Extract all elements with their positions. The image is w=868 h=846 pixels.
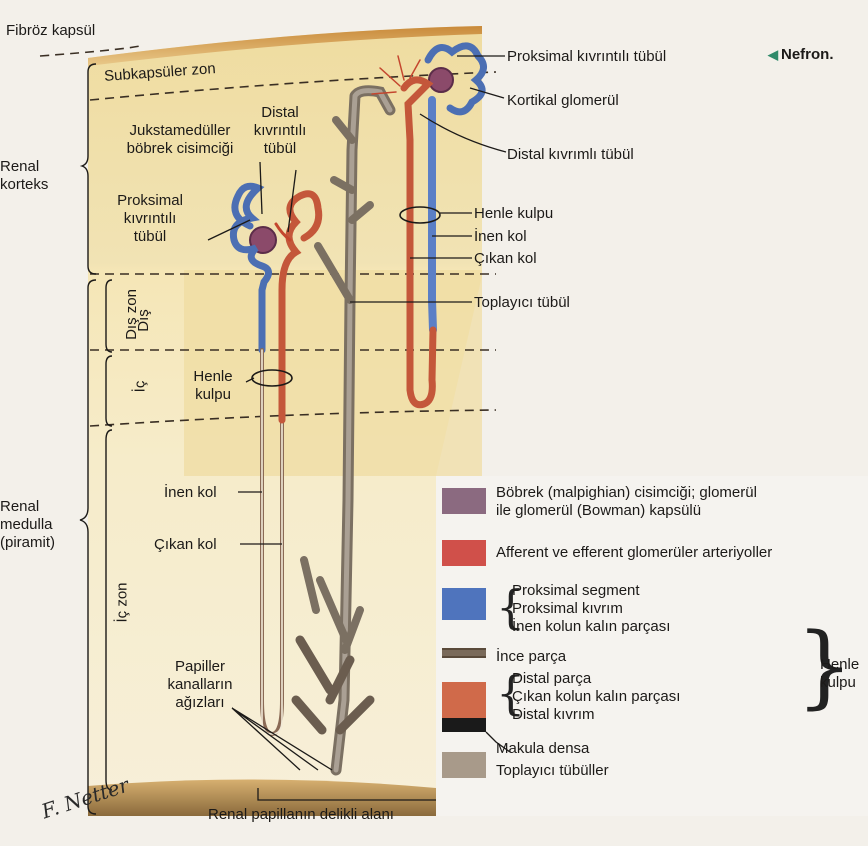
legend-macula-densa: Makula densa (496, 740, 589, 757)
label-distal-convoluted-left-3: tübül (240, 140, 320, 157)
legend-proximal-2: Proksimal kıvrım (512, 600, 623, 617)
label-ascending-limb-left: Çıkan kol (154, 536, 217, 553)
label-cortical-glomerulus: Kortikal glomerül (507, 92, 619, 109)
legend-proximal-3: İnen kolun kalın parçası (512, 618, 670, 635)
label-descending-limb-right: İnen kol (474, 228, 527, 245)
label-proximal-convoluted-left-1: Proksimal (100, 192, 200, 209)
label-inner-sub: İç (131, 381, 148, 393)
label-descending-limb-left: İnen kol (164, 484, 217, 501)
label-henle-loop-left-1: Henle (178, 368, 248, 385)
legend-henle-2: kulpu (820, 674, 856, 691)
legend-henle-1: Henle (820, 656, 859, 673)
label-distal-convoluted-right: Distal kıvrımlı tübül (507, 146, 634, 163)
legend-renal-corpuscle-2: ile glomerül (Bowman) kapsülü (496, 502, 701, 519)
swatch-macula-densa (442, 718, 486, 732)
swatch-arterioles (442, 540, 486, 566)
label-inner-zone: İç zon (114, 582, 131, 622)
label-papillary-ducts-2: kanalların (160, 676, 240, 693)
label-papillary-ducts-1: Papiller (160, 658, 240, 675)
label-renal-cortex-1: Renal (0, 158, 39, 175)
swatch-thin-segment (442, 648, 486, 658)
legend-distal-3: Distal kıvrım (512, 706, 595, 723)
label-renal-cortex-2: korteks (0, 176, 48, 193)
legend-distal-2: Çıkan kolun kalın parçası (512, 688, 680, 705)
label-collecting-tubule: Toplayıcı tübül (474, 294, 570, 311)
label-proximal-convoluted-left-3: tübül (100, 228, 200, 245)
label-perforated-area: Renal papillanın delikli alanı (208, 806, 394, 823)
legend-distal-1: Distal parça (512, 670, 591, 687)
caption-nefron: ◀Nefron. (768, 46, 834, 63)
swatch-distal-segment (442, 682, 486, 718)
legend-renal-corpuscle-1: Böbrek (malpighian) cisimciği; glomerül (496, 484, 757, 501)
swatch-renal-corpuscle (442, 488, 486, 514)
label-henle-loop-left-2: kulpu (178, 386, 248, 403)
label-proximal-convoluted-right: Proksimal kıvrıntılı tübül (507, 48, 666, 65)
label-henle-loop-right: Henle kulpu (474, 205, 553, 222)
triangle-left-icon: ◀ (768, 47, 778, 62)
legend-collecting-tubules: Toplayıcı tübüller (496, 762, 609, 779)
label-proximal-convoluted-left-2: kıvrıntılı (100, 210, 200, 227)
swatch-collecting-tubules (442, 752, 486, 778)
label-papillary-ducts-3: ağızları (160, 694, 240, 711)
legend-proximal-1: Proksimal segment (512, 582, 640, 599)
legend-thin-segment: İnce parça (496, 648, 566, 665)
label-distal-convoluted-left-2: kıvrıntılı (240, 122, 320, 139)
label-fibrous-capsule: Fibröz kapsül (6, 22, 95, 39)
legend-arterioles: Afferent ve efferent glomerüler arteriyo… (496, 544, 772, 561)
label-outer-sub: Dış (135, 309, 152, 332)
legend: Böbrek (malpighian) cisimciği; glomerül … (436, 476, 868, 816)
label-renal-medulla-2: medulla (0, 516, 53, 533)
label-ascending-limb-right: Çıkan kol (474, 250, 537, 267)
swatch-proximal-segment (442, 588, 486, 620)
label-renal-medulla-3: (piramit) (0, 534, 55, 551)
label-distal-convoluted-left-1: Distal (240, 104, 320, 121)
label-renal-medulla-1: Renal (0, 498, 39, 515)
